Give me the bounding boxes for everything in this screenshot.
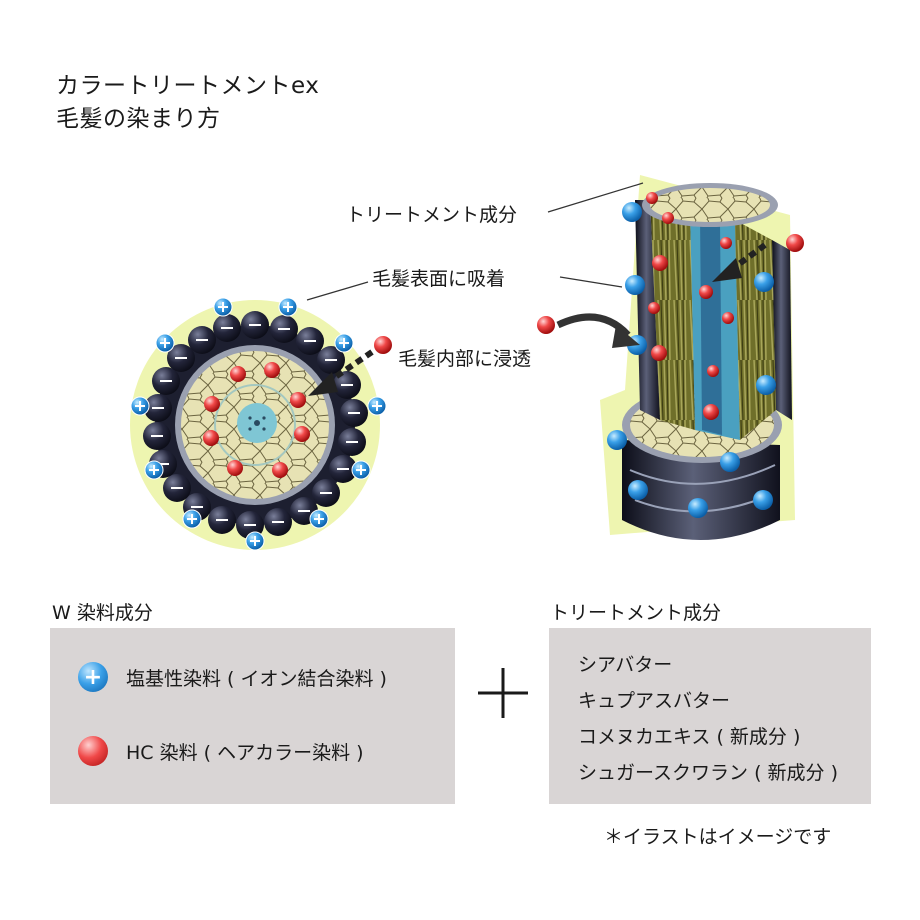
image-note: ＊イラストはイメージです <box>604 826 832 848</box>
title-line-1: カラートリートメントex <box>56 73 320 99</box>
red-hc-dyes-inside <box>203 336 392 478</box>
hair-cross-section <box>130 281 392 551</box>
legend-basic-dye: + 塩基性染料 ( イオン結合染料 ) <box>78 662 387 692</box>
ingredient-item: キュプアスバター <box>578 690 731 712</box>
ingredient-item: シュガースクワラン ( 新成分 ) <box>578 762 838 784</box>
hair-illustration <box>130 175 804 551</box>
treatment-box <box>549 628 871 804</box>
ingredient-item: シアバター <box>578 654 673 676</box>
negative-ion-ring <box>143 311 368 539</box>
shaft-red-dyes <box>537 192 804 420</box>
title-line-2: 毛髪の染まり方 <box>56 106 221 132</box>
ingredient-item: コメヌカエキス ( 新成分 ) <box>578 726 801 748</box>
w-dye-heading: W 染料成分 <box>52 602 153 624</box>
label-surface-adsorption: 毛髪表面に吸着 <box>372 268 506 290</box>
label-treatment-component: トリートメント成分 <box>346 204 518 226</box>
label-inner-penetration: 毛髪内部に浸透 <box>398 348 532 370</box>
blue-cations <box>130 297 387 551</box>
legend-hc-dye: HC 染料 ( ヘアカラー染料 ) <box>78 736 364 766</box>
page-title: カラートリートメントex 毛髪の染まり方 <box>56 70 319 136</box>
treatment-heading: トリートメント成分 <box>550 602 722 624</box>
w-dye-box <box>50 628 455 804</box>
hair-shaft <box>537 175 804 540</box>
legend-basic-dye-label: 塩基性染料 ( イオン結合染料 ) <box>126 667 387 690</box>
blue-plus-ball-icon: + <box>78 662 108 692</box>
plus-icon <box>478 668 528 718</box>
red-ball-icon <box>78 736 108 766</box>
legend-hc-dye-label: HC 染料 ( ヘアカラー染料 ) <box>126 741 364 764</box>
